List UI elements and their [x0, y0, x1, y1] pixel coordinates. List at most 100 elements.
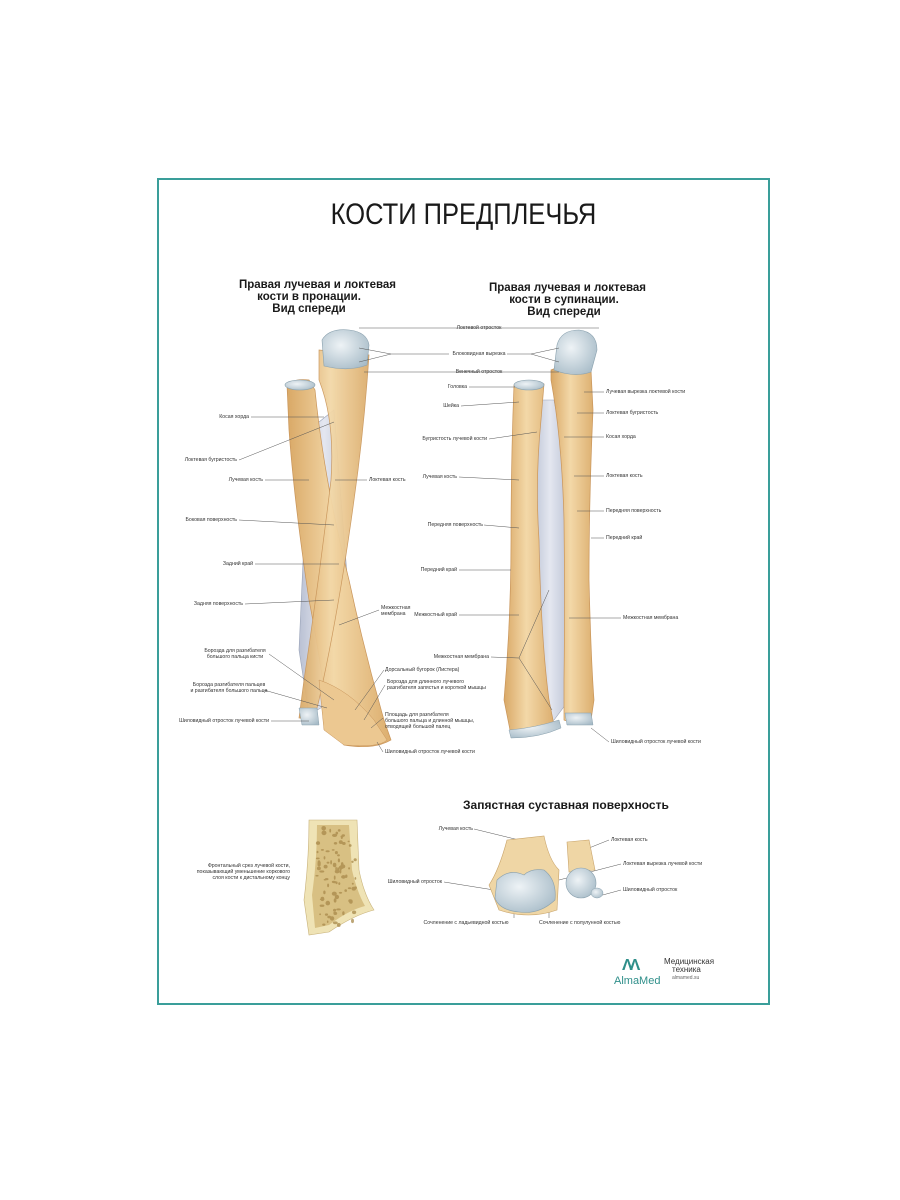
- subtitle-line: кости в супинации.: [509, 294, 619, 306]
- trabecular-pore: [331, 891, 337, 896]
- anatomy-poster: КОСТИ ПРЕДПЛЕЧЬЯ Правая лучевая и локтев…: [157, 178, 770, 1005]
- trabecular-pore: [338, 882, 341, 885]
- trabecular-pore: [340, 862, 344, 867]
- left-view-subtitle: Правая лучевая и локтевая кости в пронац…: [239, 279, 396, 315]
- trabecular-pore: [347, 840, 350, 843]
- trabecular-pore: [324, 878, 329, 881]
- label-styloid-radius-bottom: Шиловидный отросток лучевой кости: [385, 749, 475, 755]
- trabecular-pore: [322, 830, 325, 833]
- radius-frontal-section: [303, 819, 375, 936]
- label-anterior-border-ulna: Передний край: [606, 535, 643, 541]
- label-head: Головка: [447, 384, 467, 390]
- logo-tagline-1: Медицинская: [664, 957, 715, 966]
- trabecular-pore: [342, 911, 345, 916]
- label-line: Борозда разгибателя пальцев: [192, 682, 266, 688]
- trabecular-pore: [333, 898, 337, 903]
- label-radial-notch: Лучевая вырезка локтевой кости: [606, 389, 686, 395]
- trabecular-pore: [331, 849, 335, 851]
- trabecular-pore: [332, 833, 338, 838]
- trabecular-pore: [341, 875, 346, 879]
- label-radius: Лучевая кость: [228, 477, 263, 483]
- trabecular-pore: [333, 911, 337, 914]
- trabecular-pore: [338, 840, 343, 844]
- trabecular-pore: [336, 923, 341, 927]
- trabecular-pore: [330, 860, 332, 865]
- trabecular-pore: [336, 908, 341, 911]
- label-line: отводящей большой палец: [385, 724, 451, 730]
- trabecular-pore: [320, 849, 324, 851]
- trabecular-pore: [326, 920, 329, 923]
- label-dorsal-tubercle: Дорсальный бугорок (Листера): [385, 667, 460, 673]
- label-interosseous-membrane-left: Межкостная мембрана: [381, 605, 410, 617]
- label-groove-ecr: Борозда для длинного лучевого разгибател…: [387, 679, 486, 691]
- trabecular-pore: [323, 890, 326, 895]
- label-carpal-styloid-right: Шиловидный отросток: [623, 887, 678, 893]
- trabecular-pore: [348, 867, 351, 870]
- carpal-section-title: Запястная суставная поверхность: [463, 798, 669, 812]
- trabecular-pore: [348, 844, 352, 847]
- label-anterior-surface-ulna: Передняя поверхность: [606, 508, 662, 514]
- right-forearm-supination: [503, 329, 598, 739]
- label-interosseous-membrane-right: Межкостная мембрана: [623, 615, 679, 621]
- label-anterior-surface: Передняя поверхность: [427, 522, 483, 528]
- label-olecranon: Локтевой отросток: [456, 325, 502, 331]
- label-carpal-ulna: Локтевая кость: [611, 837, 648, 843]
- logo-tagline-2: техника: [672, 965, 701, 974]
- right-view-subtitle: Правая лучевая и локтевая кости в супина…: [489, 282, 646, 318]
- label-carpal-ulnar-notch: Локтевая вырезка лучевой кости: [623, 861, 703, 867]
- right-ulna-distal-cartilage: [564, 712, 594, 726]
- trabecular-pore: [345, 874, 348, 878]
- right-ulna-olecranon: [553, 329, 598, 375]
- left-ulna-distal: [298, 707, 320, 726]
- label-line: Межкостная: [381, 605, 411, 611]
- label-radial-tuberosity: Бугристость лучевой кости: [422, 436, 487, 442]
- label-neck: Шейка: [443, 403, 459, 409]
- left-ulna-olecranon: [321, 329, 370, 370]
- trabecular-pore: [338, 891, 343, 894]
- trabecular-pore: [340, 836, 343, 839]
- trabecular-pore: [323, 856, 326, 860]
- subtitle-line: Правая лучевая и локтевая: [489, 282, 646, 294]
- trabecular-pore: [321, 830, 327, 836]
- trabecular-pore: [354, 886, 357, 889]
- label-interosseous-membrane-center: Межкостная мембрана: [433, 654, 489, 660]
- label-posterior-surface: Задняя поверхность: [193, 601, 243, 607]
- label-line: разгибателя запястья и короткой мышцы: [387, 685, 486, 691]
- trabecular-pore: [337, 858, 340, 863]
- label-trochlear-notch: Блоковидная вырезка: [452, 351, 506, 357]
- logo-site: almamed.su: [672, 975, 700, 981]
- label-line: Борозда для длинного лучевого: [387, 679, 465, 685]
- trabecular-pore: [347, 887, 352, 890]
- label-oblique-cord-right: Косая хорда: [606, 434, 636, 440]
- trabecular-pore: [351, 882, 354, 885]
- logo-mark-icon: ΛΛ: [622, 957, 640, 974]
- label-interosseous-border: Межкостный край: [414, 612, 457, 618]
- right-radius-distal-cartilage: [508, 719, 562, 739]
- subtitle-line: Вид спереди: [272, 303, 346, 315]
- trabecular-pore: [319, 913, 321, 916]
- trabecular-pore: [334, 894, 340, 900]
- caption-line: Фронтальный срез лучевой кости,: [207, 863, 290, 869]
- label-lunate-joint: Сочленение с полулунной костью: [539, 920, 621, 926]
- trabecular-pore: [322, 923, 326, 926]
- logo-name: AlmaMed: [614, 975, 661, 987]
- caption-line: показывающий уменьшение коркового: [196, 869, 290, 875]
- trabecular-pore: [317, 860, 321, 865]
- trabecular-pore: [349, 899, 353, 904]
- left-radius-head: [284, 379, 316, 391]
- label-lateral-surface: Боковая поверхность: [185, 517, 237, 523]
- poster-title: КОСТИ ПРЕДПЛЕЧЬЯ: [330, 198, 597, 231]
- trabecular-pore: [325, 900, 331, 906]
- label-scaphoid-joint: Сочленение с ладьевидной костью: [423, 920, 509, 926]
- label-groove-abductor-pollicis: Борозда для разгибателя большого пальца …: [195, 648, 275, 660]
- left-radius-distal: [318, 679, 388, 747]
- subtitle-line: Правая лучевая и локтевая: [239, 279, 396, 291]
- label-posterior-border: Задний край: [222, 561, 253, 567]
- label-area-abductor: Площадь для разгибателя большого пальца …: [385, 712, 474, 730]
- trabecular-pore: [337, 829, 341, 832]
- trabecular-pore: [353, 858, 357, 862]
- trabecular-pore: [352, 910, 357, 915]
- label-ulna-right: Локтевая кость: [606, 473, 643, 479]
- label-groove-extensors: Борозда разгибателя пальцев и разгибател…: [189, 682, 269, 694]
- label-line: и разгибателя большого пальца: [190, 688, 268, 694]
